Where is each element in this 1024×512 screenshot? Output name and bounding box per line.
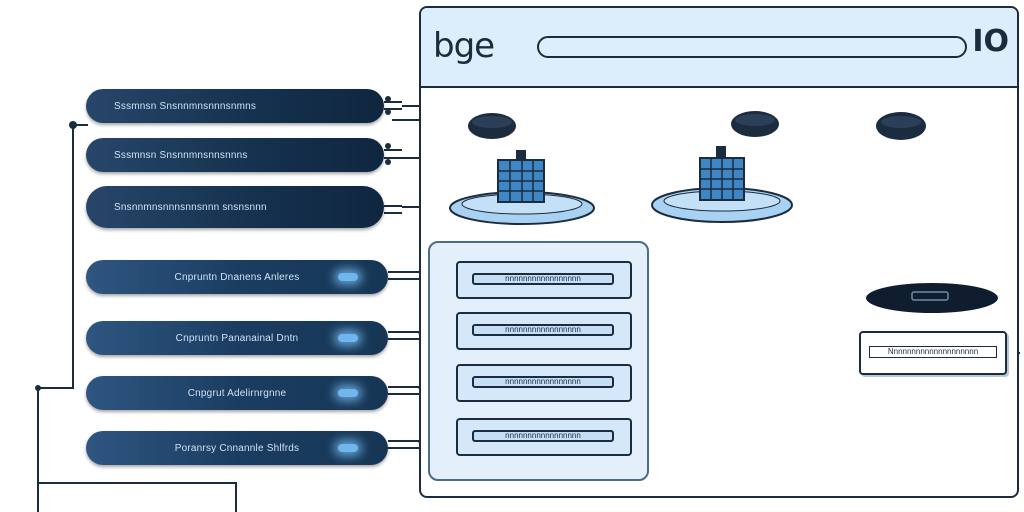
upper-item-1-label: Sssmnsn Snsnnmnsnnnsnmns <box>114 100 257 112</box>
router-node-center <box>731 111 779 137</box>
upper-item-1[interactable]: Sssmnsn Snsnnmnsnnnsnmns <box>86 89 384 123</box>
status-light <box>338 334 358 342</box>
server-drawer-1[interactable]: nnnnnnnnnnnnnnnnn <box>456 261 632 299</box>
disk-node <box>866 283 998 313</box>
router-node-left <box>468 113 516 139</box>
upper-item-3-label: Snsnnmnsnnnsnnsnnn snsnsnnn <box>114 201 267 213</box>
lower-item-2[interactable]: Cnpruntn Pananainal Dntn <box>86 321 388 355</box>
drawer-3-label: nnnnnnnnnnnnnnnnn <box>472 376 614 388</box>
server-drawer-3[interactable]: nnnnnnnnnnnnnnnnn <box>456 364 632 402</box>
title-bar: bge IO <box>421 8 1017 88</box>
drawer-1-label: nnnnnnnnnnnnnnnnn <box>472 273 614 285</box>
lower-item-3[interactable]: Cnpgrut Adelirnrgnne <box>86 376 388 410</box>
database-center <box>651 146 793 223</box>
info-label-box: Nnnnnnnnnnnnnnnnnnnn <box>859 331 1007 375</box>
router-node-right <box>876 112 926 140</box>
address-bar[interactable] <box>537 36 967 58</box>
drawer-4-label: nnnnnnnnnnnnnnnnn <box>472 430 614 442</box>
lower-item-4-label: Poranrsy Cnnannle Shlfrds <box>174 442 300 454</box>
server-drawer-2[interactable]: nnnnnnnnnnnnnnnnn <box>456 312 632 350</box>
lower-item-3-label: Cnpgrut Adelirnrgnne <box>187 387 287 399</box>
upper-item-3[interactable]: Snsnnmnsnnnsnnsnnn snsnsnnn <box>86 186 384 228</box>
status-light <box>338 273 358 281</box>
status-light <box>338 444 358 452</box>
lower-item-2-label: Cnpruntn Pananainal Dntn <box>175 332 299 344</box>
status-light <box>338 389 358 397</box>
app-title: bge <box>433 26 495 66</box>
server-drawer-4[interactable]: nnnnnnnnnnnnnnnnn <box>456 418 632 456</box>
info-label-text: Nnnnnnnnnnnnnnnnnnnn <box>869 346 997 358</box>
lower-item-1-label: Cnpruntn Dnanens Anleres <box>174 271 300 283</box>
zoom-label[interactable]: IO <box>972 24 1009 59</box>
lower-item-4[interactable]: Poranrsy Cnnannle Shlfrds <box>86 431 388 465</box>
database-left <box>449 150 595 225</box>
upper-item-2[interactable]: Sssmnsn Snsnnmnsnnsnnns <box>86 138 384 172</box>
drawer-2-label: nnnnnnnnnnnnnnnnn <box>472 324 614 336</box>
lower-item-1[interactable]: Cnpruntn Dnanens Anleres <box>86 260 388 294</box>
upper-item-2-label: Sssmnsn Snsnnmnsnnsnnns <box>114 149 248 161</box>
